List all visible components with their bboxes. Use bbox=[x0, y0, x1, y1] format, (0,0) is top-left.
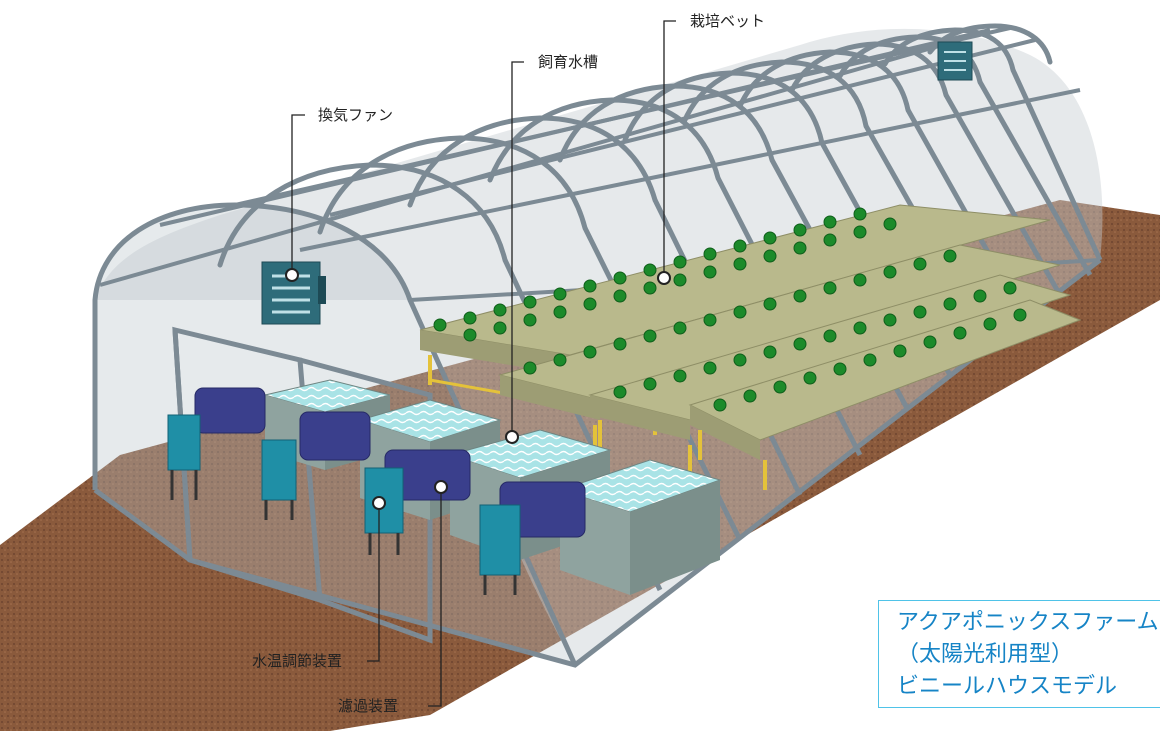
label-filtration-unit: 濾過装置 bbox=[338, 697, 399, 715]
callout-markers bbox=[285, 268, 671, 510]
caption-line-2: （太陽光利用型） bbox=[897, 642, 1074, 667]
heater-units bbox=[167, 414, 521, 576]
caption-line-1: アクアポニックスファーム bbox=[897, 610, 1159, 635]
label-water-temp-controller: 水温調節装置 bbox=[252, 652, 343, 670]
bottom-rail bbox=[93, 258, 1102, 668]
callout-leaders bbox=[291, 20, 676, 707]
roof-arches bbox=[92, 23, 1053, 303]
label-cultivation-bed: 栽培ベット bbox=[690, 12, 766, 30]
cultivation-beds bbox=[419, 204, 1082, 490]
label-ventilation-fan: 換気ファン bbox=[318, 106, 394, 124]
title-caption-box: アクアポニックスファーム （太陽光利用型） ビニールハウスモデル bbox=[878, 600, 1160, 708]
ventilation-fan-rear bbox=[937, 41, 973, 81]
caption-line-3: ビニールハウスモデル bbox=[897, 674, 1118, 699]
lettuce-plants bbox=[433, 207, 1027, 412]
heater-legs bbox=[170, 470, 517, 595]
label-fish-tank: 飼育水槽 bbox=[538, 53, 599, 71]
filter-units bbox=[194, 387, 586, 538]
